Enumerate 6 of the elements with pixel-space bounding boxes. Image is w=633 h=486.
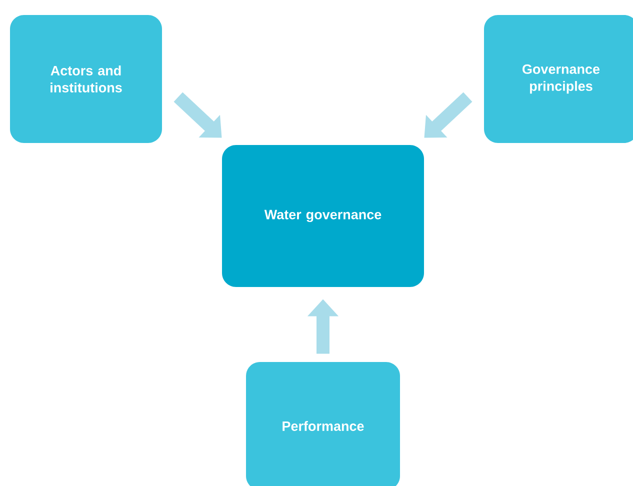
process-box: Actors and institutions bbox=[10, 15, 162, 143]
arrow bbox=[174, 92, 222, 138]
arrow bbox=[424, 92, 472, 138]
process-box: Water governance bbox=[222, 145, 424, 287]
process-box: Governance principles bbox=[484, 15, 633, 143]
process-box: Performance bbox=[246, 362, 400, 486]
